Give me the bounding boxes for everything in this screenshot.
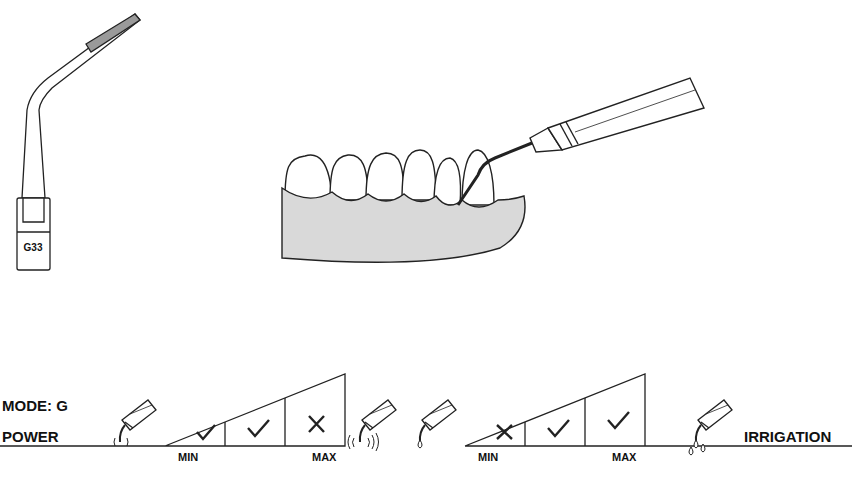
scale-min: MIN <box>178 452 198 463</box>
water-drops <box>418 440 422 448</box>
scale-max: MAX <box>612 452 636 463</box>
irrigation-scale <box>465 374 852 446</box>
jaw-illustration <box>282 150 525 262</box>
mode-label: MODE: G <box>2 398 68 413</box>
scale-min: MIN <box>478 452 498 463</box>
power-scale <box>0 374 345 446</box>
tip-drawing <box>17 14 140 270</box>
scale-title: POWER <box>2 429 59 444</box>
handpiece <box>458 78 704 205</box>
part-number: G33 <box>24 243 43 253</box>
scale-title: IRRIGATION <box>744 429 831 444</box>
scale-max: MAX <box>312 452 336 463</box>
vibration-marks <box>348 433 379 451</box>
vibration-marks <box>114 438 128 446</box>
water-drops <box>689 440 705 455</box>
